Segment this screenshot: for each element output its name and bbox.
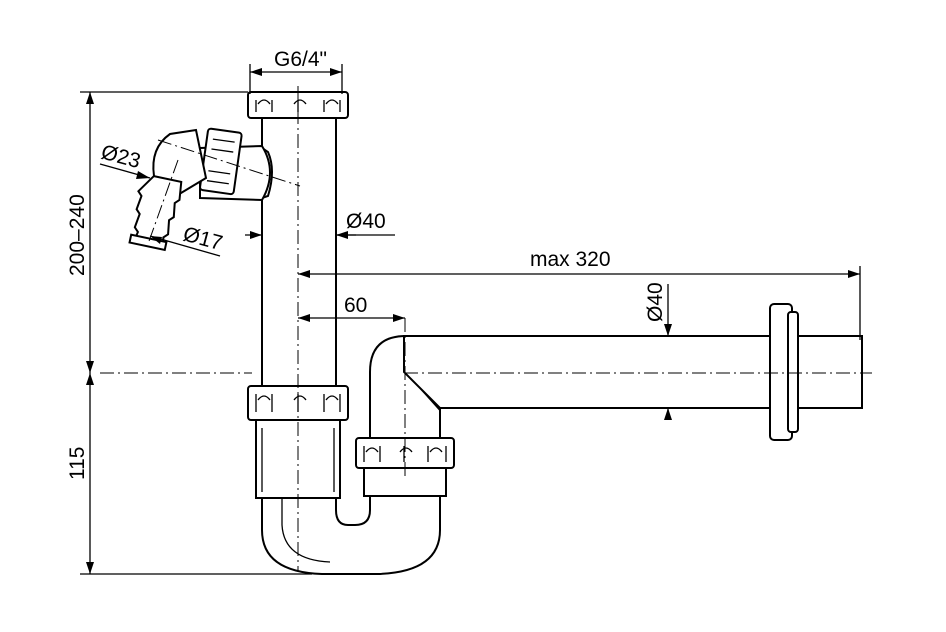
outlet-length-label: max 320 <box>530 248 611 271</box>
outlet-diameter-label: Ø40 <box>644 282 667 322</box>
hose-outer-label: Ø23 <box>99 141 143 173</box>
upper-height-label: 200–240 <box>66 194 89 276</box>
hose-connector <box>128 127 273 252</box>
trap-nut <box>355 437 455 497</box>
offset-label: 60 <box>344 294 367 317</box>
vertical-pipe <box>261 109 337 393</box>
centerlines <box>100 86 872 572</box>
dimension-labels: G6/4" 200–240 115 Ø23 Ø17 Ø40 max 320 60… <box>66 48 667 480</box>
dimension-lines <box>80 64 861 575</box>
wall-rosette <box>769 303 799 441</box>
pipe-diameter-label: Ø40 <box>346 210 386 233</box>
thread-label: G6/4" <box>274 48 327 71</box>
lower-height-label: 115 <box>66 447 89 480</box>
hose-inner-label: Ø17 <box>181 223 225 255</box>
u-bend <box>261 494 441 575</box>
